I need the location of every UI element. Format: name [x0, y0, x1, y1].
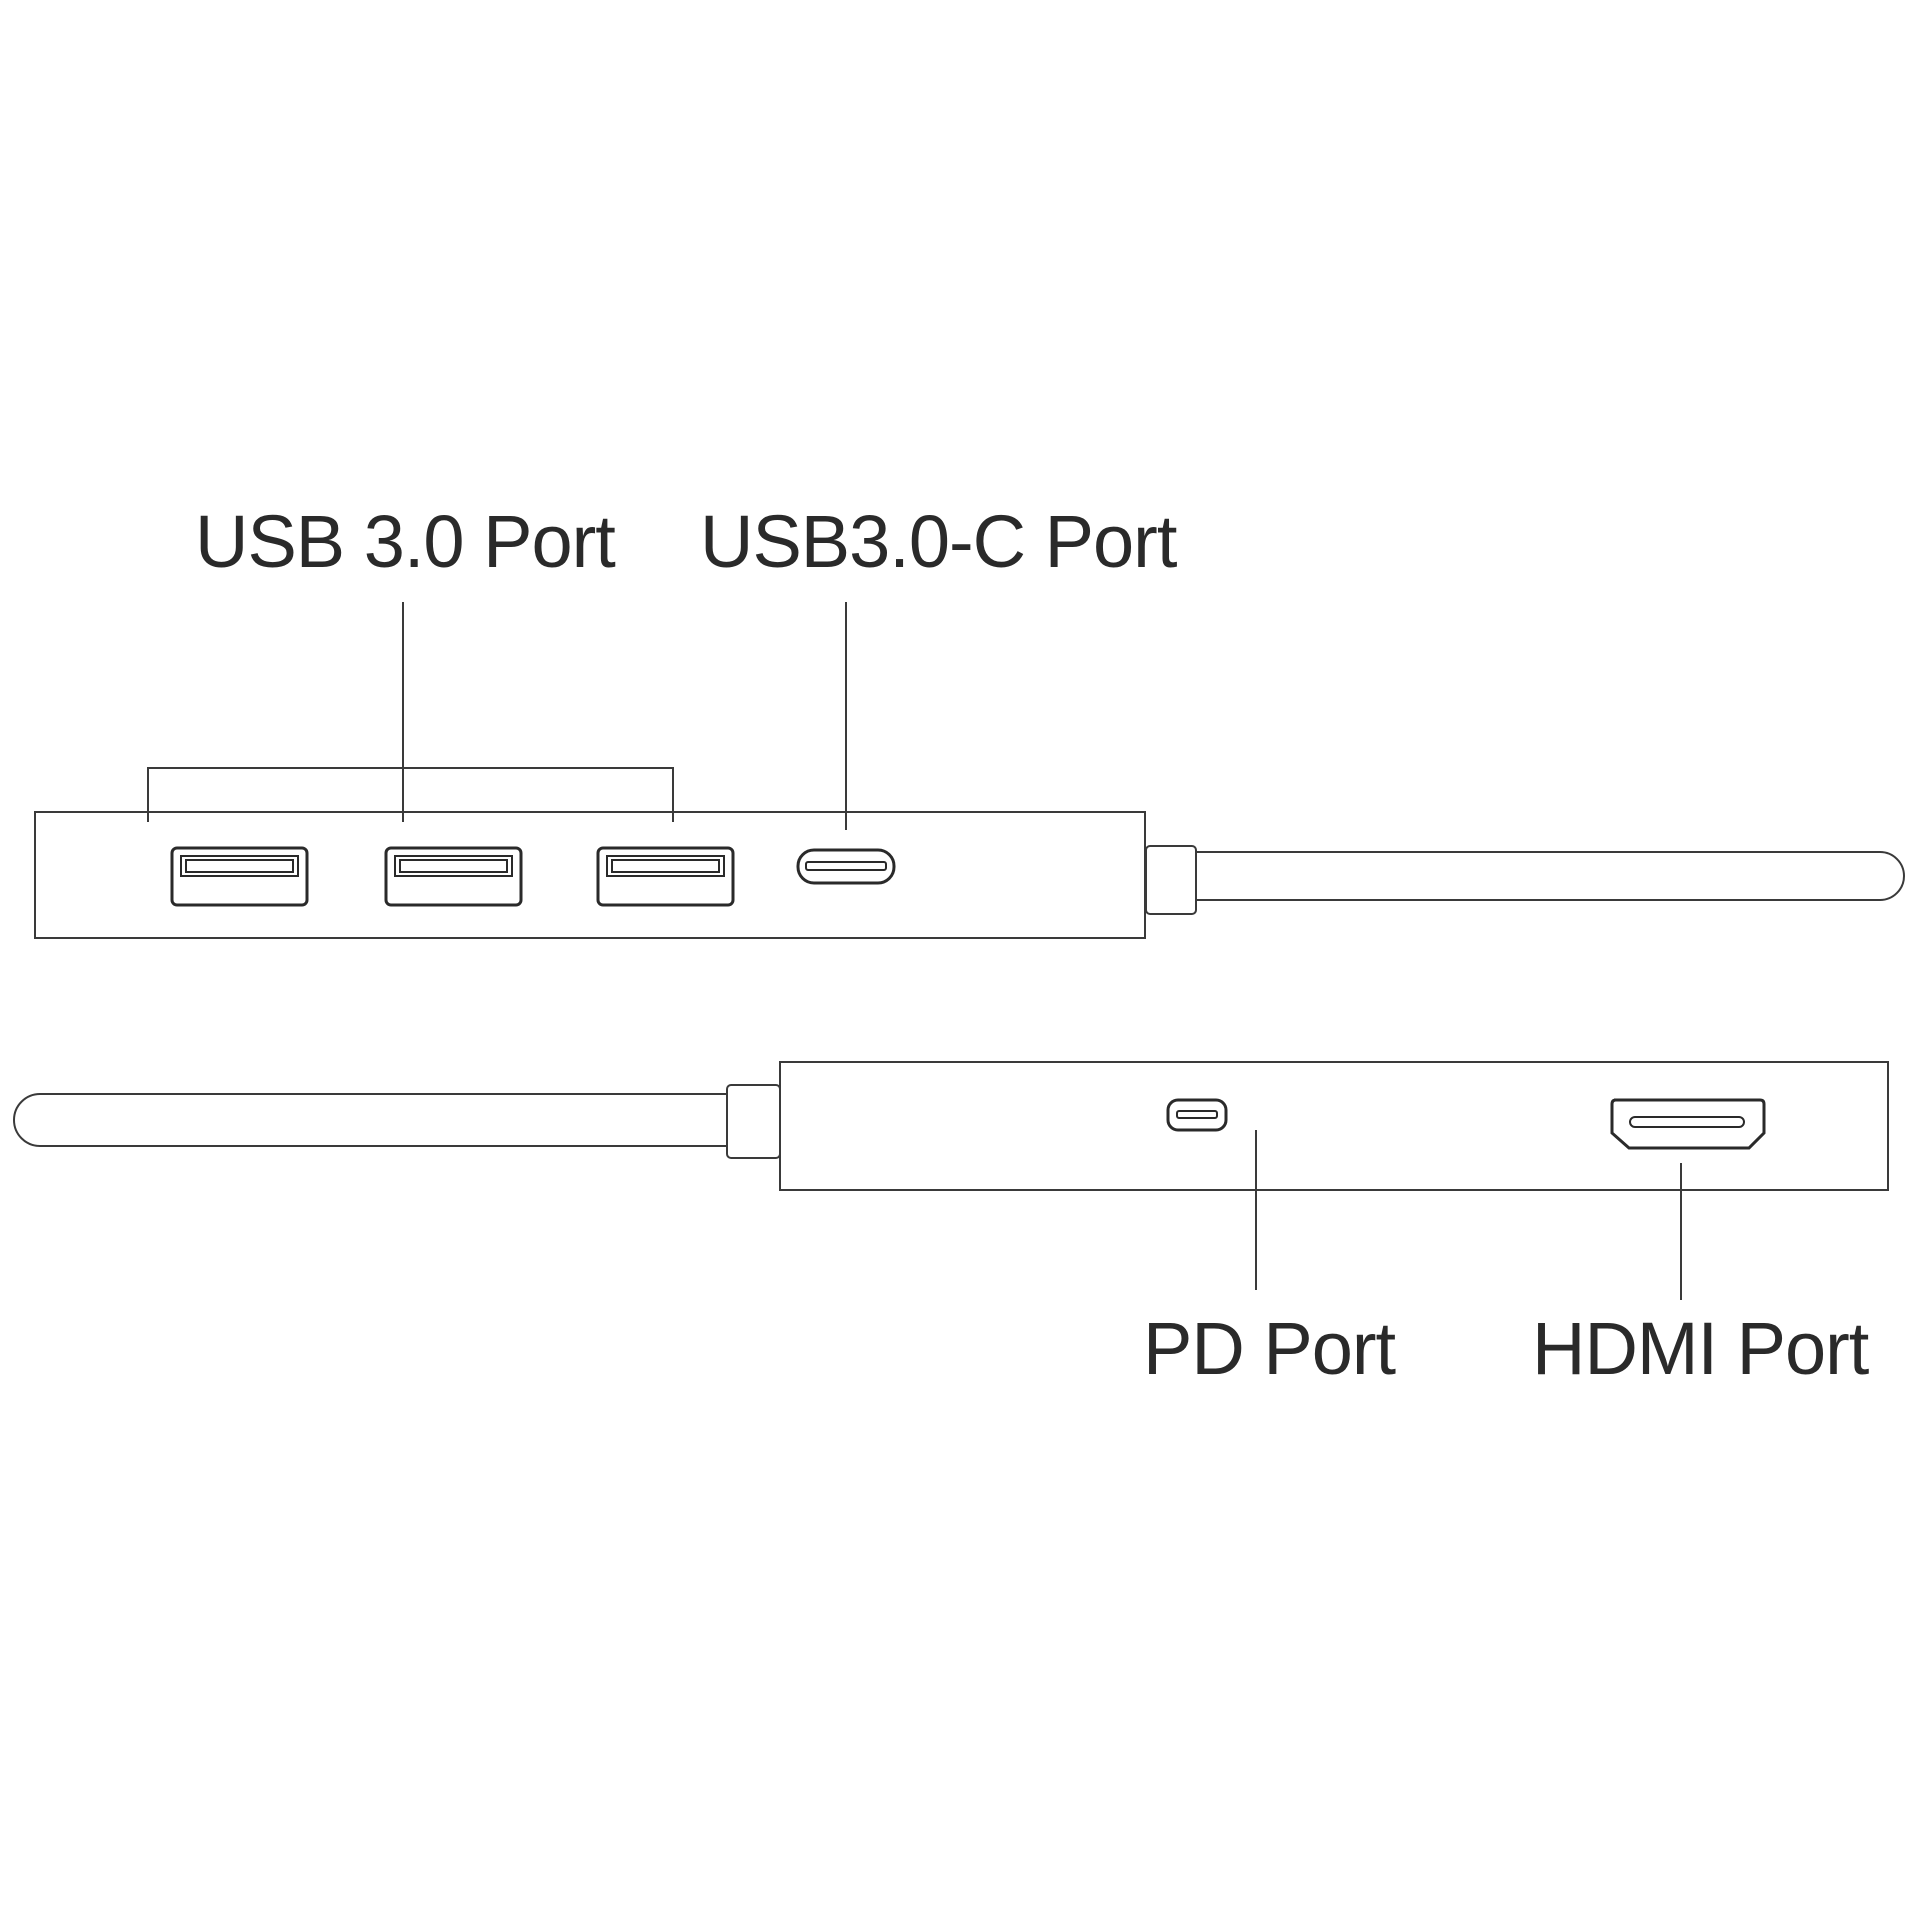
- usb-a-port-icon: [596, 846, 735, 907]
- bottom-cable: [13, 1084, 781, 1159]
- usb-c-port-label: USB3.0-C Port: [700, 500, 1177, 583]
- usb-c-port-icon: [1166, 1098, 1228, 1132]
- hdmi-port-label: HDMI Port: [1532, 1307, 1869, 1390]
- pd-port-label: PD Port: [1143, 1307, 1396, 1390]
- usb-a-port-icon: [170, 846, 309, 907]
- top-hub-view: [34, 602, 1905, 939]
- usb-c-port-icon: [796, 848, 896, 885]
- usb-a-port-label: USB 3.0 Port: [195, 500, 616, 583]
- usb-a-port-icon: [384, 846, 523, 907]
- usb-a-bracket: [147, 767, 674, 822]
- top-cable-strain-relief: [1145, 845, 1197, 915]
- top-cable: [1145, 845, 1905, 915]
- hdmi-port-icon: [1610, 1098, 1766, 1150]
- bottom-hub-view: [13, 1061, 1889, 1300]
- bottom-cable-strain-relief: [726, 1084, 781, 1159]
